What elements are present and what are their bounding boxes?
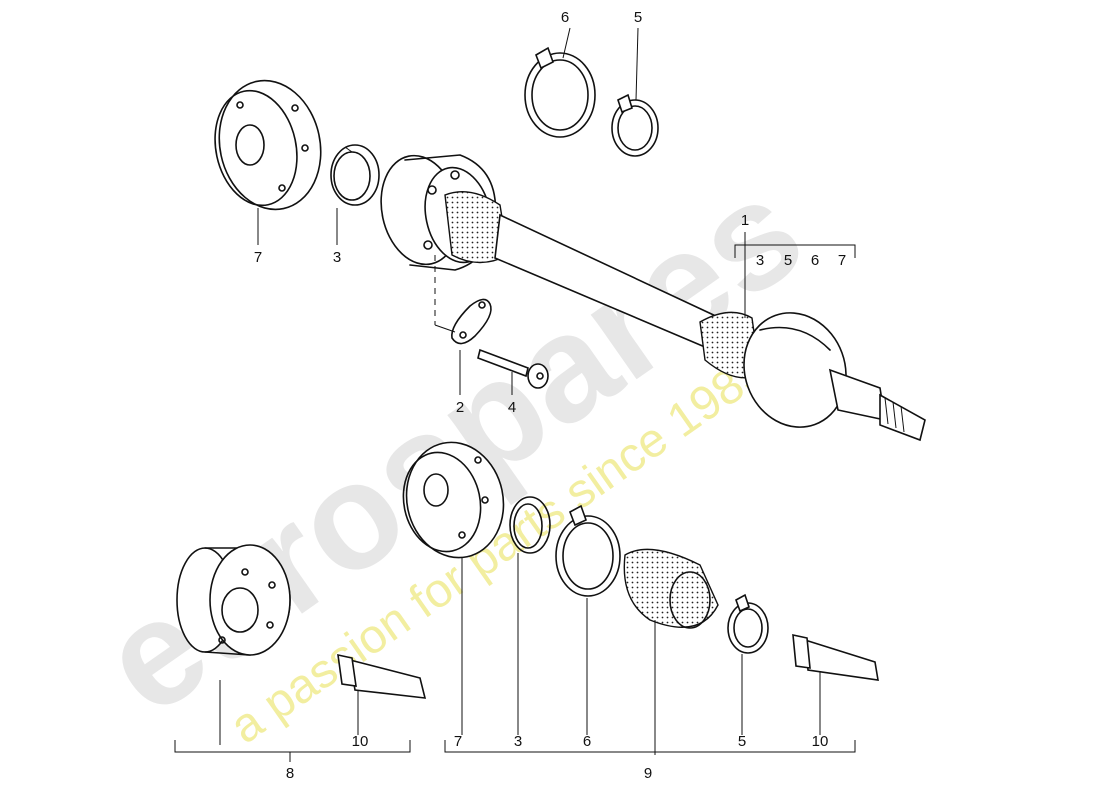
circlip-top xyxy=(330,144,380,206)
lock-plate xyxy=(434,255,492,345)
drive-shaft xyxy=(380,154,926,442)
callout-7-bottom: 7 xyxy=(454,733,462,750)
callout-3-bottom: 3 xyxy=(514,733,522,750)
grease-tube-left xyxy=(337,653,427,699)
callout-2: 2 xyxy=(456,399,464,416)
clamp-bottom-small xyxy=(727,593,769,654)
callout-10-right: 10 xyxy=(812,733,829,750)
callout-5-top: 5 xyxy=(634,9,642,26)
grease-tube-right xyxy=(792,633,879,681)
clamp-bottom-large xyxy=(555,504,621,597)
callout-1: 1 xyxy=(741,212,749,229)
callout-7-top: 7 xyxy=(254,249,262,266)
callout-9: 9 xyxy=(644,765,652,782)
callout-3-top: 3 xyxy=(333,249,341,266)
bolt xyxy=(477,348,549,389)
callout-group1-a: 3 xyxy=(756,252,764,269)
callout-5-bottom: 5 xyxy=(738,733,746,750)
clamp-top-small xyxy=(611,93,659,157)
callout-6-top: 6 xyxy=(561,9,569,26)
callout-group1-b: 5 xyxy=(784,252,792,269)
callout-4: 4 xyxy=(508,399,516,416)
circlip-bottom xyxy=(509,496,551,554)
callout-group1-d: 7 xyxy=(838,252,846,269)
flange-bottom xyxy=(402,441,505,559)
callout-6-bottom: 6 xyxy=(583,733,591,750)
callout-10-left: 10 xyxy=(352,733,369,750)
flange-top xyxy=(214,79,322,211)
boot-bottom xyxy=(623,548,719,629)
callout-group1-c: 6 xyxy=(811,252,819,269)
inner-joint xyxy=(176,544,291,656)
callout-8: 8 xyxy=(286,765,294,782)
clamp-top-large xyxy=(524,46,596,138)
leader-lines xyxy=(174,27,856,762)
callouts: 6 5 7 3 1 3 5 6 7 2 4 10 7 3 6 5 10 8 9 xyxy=(254,9,846,782)
